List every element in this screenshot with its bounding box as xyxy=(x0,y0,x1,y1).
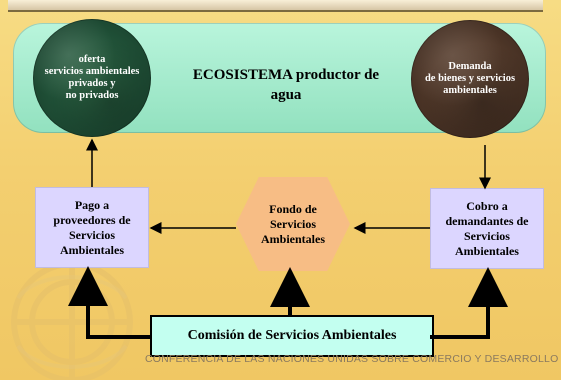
cobro-line-2: demandantes de xyxy=(445,213,529,228)
pago-line-4: Ambientales xyxy=(60,242,124,257)
cobro-line-4: Ambientales xyxy=(454,243,519,258)
fondo-line-1: Fondo de xyxy=(269,201,317,216)
arrow-comision-to-pago xyxy=(68,266,150,339)
ecosystem-title-line-1: ECOSISTEMA productor de xyxy=(192,67,380,83)
comision-label: Comisión de Servicios Ambientales xyxy=(187,328,397,343)
oferta-line-2: servicios ambientales xyxy=(44,66,140,77)
pago-proveedores-box: Pago a proveedores de Servicios Ambienta… xyxy=(35,187,149,268)
oferta-line-3: privados y xyxy=(68,78,116,89)
demanda-circle: Demanda de bienes y servicios ambientale… xyxy=(411,20,529,138)
ecosystem-title: ECOSISTEMA productor de agua xyxy=(167,65,405,105)
cobro-line-3: Servicios xyxy=(463,228,510,243)
cobro-demandantes-box: Cobro a demandantes de Servicios Ambient… xyxy=(430,188,544,269)
oferta-line-4: no privados xyxy=(65,90,119,101)
cobro-line-1: Cobro a xyxy=(466,198,508,213)
top-decorative-band xyxy=(8,0,543,12)
demanda-line-3: ambientales xyxy=(443,85,497,96)
footer-text: CONFERENCIA DE LAS NACIONES UNIDAS SOBRE… xyxy=(145,353,559,365)
arrow-comision-to-cobro xyxy=(430,267,508,339)
demanda-line-2: de bienes y servicios xyxy=(424,73,516,84)
demanda-line-1: Demanda xyxy=(448,61,492,72)
fondo-hexagon: Fondo de Servicios Ambientales xyxy=(236,177,350,271)
pago-line-3: Servicios xyxy=(69,227,115,242)
oferta-circle: oferta servicios ambientales privados y … xyxy=(33,19,151,137)
pago-line-1: Pago a xyxy=(74,197,110,212)
oferta-line-1: oferta xyxy=(78,54,106,65)
fondo-line-3: Ambientales xyxy=(261,231,325,246)
ecosystem-title-line-2: agua xyxy=(270,87,302,103)
fondo-line-2: Servicios xyxy=(270,216,316,231)
pago-line-2: proveedores de xyxy=(53,212,131,227)
comision-box: Comisión de Servicios Ambientales xyxy=(150,315,434,357)
